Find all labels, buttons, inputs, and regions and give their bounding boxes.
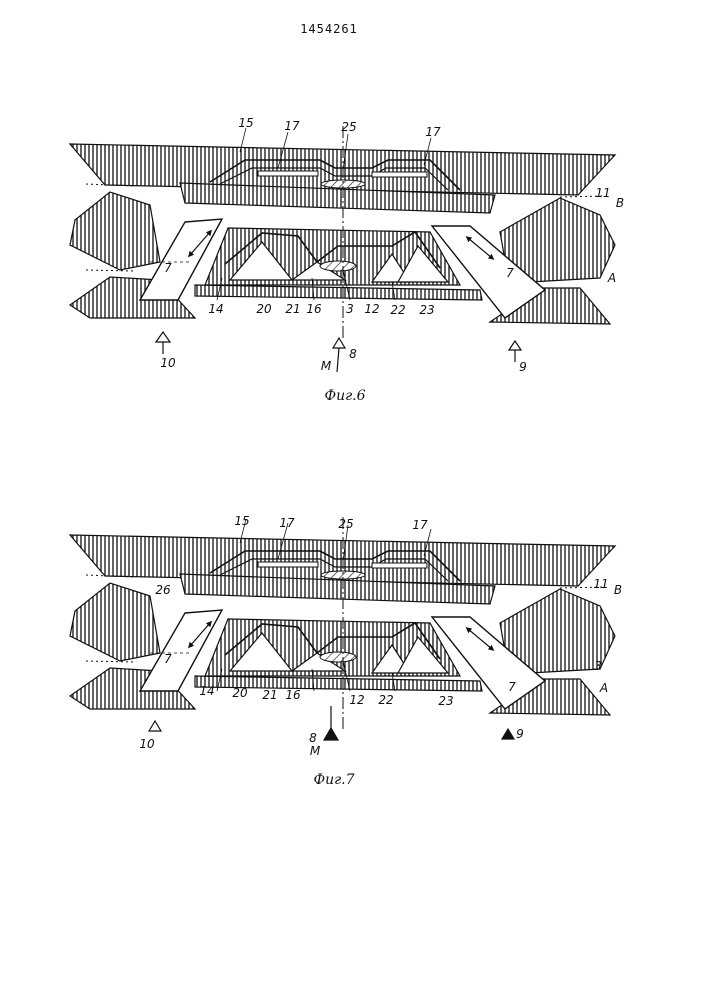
- label-21: 21: [285, 302, 300, 316]
- label-3: 3: [594, 659, 602, 673]
- label-25: 25: [338, 517, 353, 531]
- label-23: 23: [438, 694, 453, 708]
- direction-marker-10: [156, 332, 170, 354]
- label-7-left: 7: [164, 652, 172, 666]
- label-25: 25: [341, 120, 356, 134]
- label-B: B: [616, 196, 624, 210]
- direction-marker-10: [149, 721, 161, 731]
- label-10: 10: [160, 356, 176, 370]
- label-A: A: [599, 681, 608, 695]
- label-14: 14: [199, 684, 214, 698]
- figure-7-caption: Фиг.7: [313, 772, 354, 788]
- direction-marker-8: [333, 338, 345, 372]
- label-15: 15: [234, 514, 249, 528]
- label-23: 23: [419, 303, 434, 317]
- label-22: 22: [378, 693, 393, 707]
- label-9: 9: [519, 360, 527, 374]
- label-M: M: [310, 744, 321, 758]
- label-12: 12: [364, 302, 379, 316]
- label-A: A: [607, 271, 616, 285]
- label-22: 22: [390, 303, 405, 317]
- label-11: 11: [593, 577, 608, 591]
- label-10: 10: [139, 737, 155, 751]
- label-20: 20: [256, 302, 272, 316]
- label-8: 8: [349, 347, 357, 361]
- label-12: 12: [349, 693, 364, 707]
- label-17-left: 17: [279, 516, 295, 530]
- label-M: M: [321, 359, 332, 373]
- direction-marker-9: [509, 341, 521, 362]
- label-20: 20: [232, 686, 248, 700]
- label-16: 16: [285, 688, 301, 702]
- label-21: 21: [262, 688, 277, 702]
- direction-marker-8: [324, 706, 338, 740]
- label-16: 16: [306, 302, 322, 316]
- label-9: 9: [516, 727, 524, 741]
- label-B: B: [614, 583, 622, 597]
- label-14: 14: [208, 302, 223, 316]
- label-15: 15: [238, 116, 253, 130]
- figure-6-caption: Фиг.6: [324, 388, 365, 404]
- label-7-left: 7: [164, 261, 172, 275]
- label-26: 26: [155, 583, 171, 597]
- label-7-right: 7: [506, 266, 514, 280]
- label-8: 8: [309, 731, 317, 745]
- label-17-right: 17: [425, 125, 441, 139]
- direction-marker-9: [502, 729, 514, 739]
- figure-7: 15 17 25 17 11 B 26 3 A 7 7 14 20 21 16 …: [70, 514, 622, 788]
- label-3: 3: [346, 302, 354, 316]
- label-7-right: 7: [508, 680, 516, 694]
- label-17-right: 17: [412, 518, 428, 532]
- label-17-left: 17: [284, 119, 300, 133]
- label-11: 11: [595, 186, 610, 200]
- patent-number: 1454261: [300, 22, 358, 36]
- figure-6: 15 17 25 17 11 B A 7 7 14 20 21 16 3 12 …: [70, 116, 624, 404]
